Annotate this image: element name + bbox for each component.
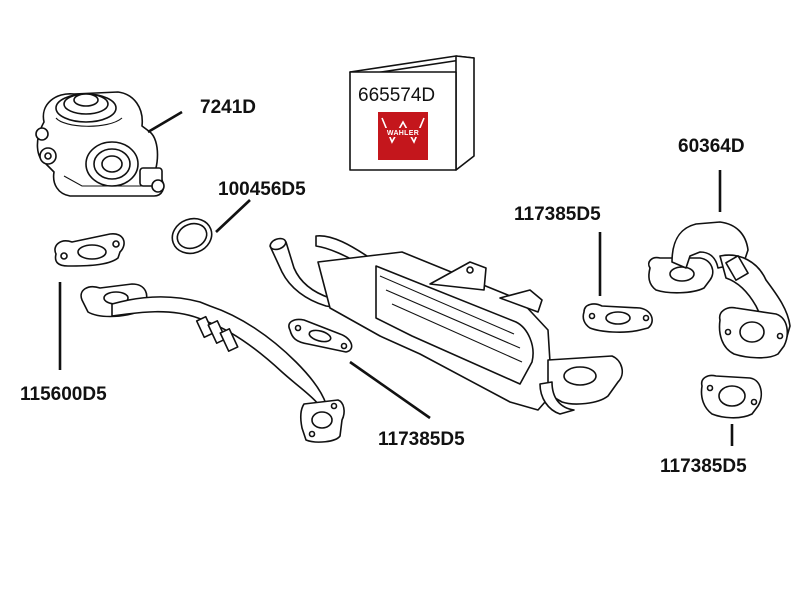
egr-pipe-illustration: [80, 283, 345, 443]
egr-valve-leader: [147, 110, 183, 134]
cooler-gasket-bottom-leader: [349, 360, 431, 420]
elbow-hose-label: 60364D: [678, 136, 745, 157]
kit-box: WAHLER: [349, 55, 475, 171]
o-ring-illustration: [171, 217, 213, 255]
o-ring-label: 100456D5: [218, 179, 306, 200]
elbow-gasket-label: 117385D5: [660, 456, 747, 477]
pipe-gasket-label: 115600D5: [20, 384, 107, 405]
o-ring-leader: [215, 199, 251, 233]
cooler-gasket-bottom-illustration: [288, 318, 353, 353]
cooler-gasket-top-illustration: [582, 303, 653, 333]
kit-number-label: 665574D: [358, 85, 435, 106]
cooler-gasket-top-label: 117385D5: [514, 204, 601, 225]
wahler-logo-text: WAHLER: [387, 130, 419, 137]
elbow-hose-illustration: [647, 221, 791, 359]
elbow-gasket-illustration: [700, 374, 763, 419]
egr-valve-illustration: [35, 91, 165, 197]
egr-cooler-illustration: [269, 235, 624, 415]
valve-gasket-illustration: [54, 233, 125, 267]
cooler-gasket-bottom-label: 117385D5: [378, 429, 465, 450]
egr-valve-label: 7241D: [200, 97, 256, 118]
wahler-logo: WAHLER: [378, 112, 428, 160]
